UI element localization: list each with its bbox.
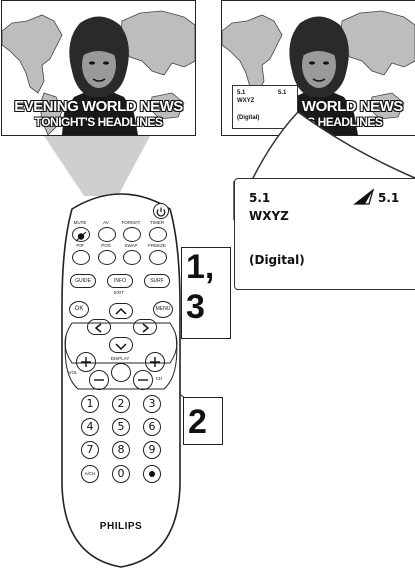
chevron-left-icon xyxy=(94,323,102,333)
ach-button[interactable]: A/CH xyxy=(81,465,99,483)
mini-osd-box: 5.1 5.1 WXYZ (Digital) xyxy=(232,85,298,129)
pip-button[interactable] xyxy=(72,250,90,265)
swap-button[interactable] xyxy=(123,250,141,265)
world-map-broadcast-image xyxy=(2,1,195,135)
brand-logo: PHILIPS xyxy=(99,521,143,532)
digit-5-button[interactable]: 5 xyxy=(112,418,130,436)
digit-0-button[interactable]: 0 xyxy=(112,465,130,483)
ch-label: CH xyxy=(155,376,163,381)
timer-button[interactable] xyxy=(149,227,167,242)
up-button[interactable] xyxy=(109,303,133,319)
digit-7-button[interactable]: 7 xyxy=(81,441,99,459)
step-callout-1-3: 1, 3 xyxy=(181,247,231,339)
swap-label: SWAP xyxy=(124,243,138,248)
step-3-label: 3 xyxy=(186,288,205,326)
osd-indicator: 5.1 xyxy=(378,191,400,205)
av-button[interactable] xyxy=(98,227,116,242)
mini-osd-type: (Digital) xyxy=(237,115,260,121)
digit-8-button[interactable]: 8 xyxy=(112,441,130,459)
freeze-label: FREEZE xyxy=(148,243,166,248)
format-label: FORMAT xyxy=(121,220,141,225)
chevron-up-icon xyxy=(115,307,127,315)
digit-9-button[interactable]: 9 xyxy=(143,441,161,459)
subheadline-text: TONIGHT'S HEADLINES xyxy=(34,115,163,129)
magnify-callout xyxy=(233,111,415,221)
info-button[interactable]: INFO xyxy=(107,274,133,288)
osd-signal-type: (Digital) xyxy=(249,253,305,267)
headline-text: EVENING WORLD NEWS xyxy=(14,98,183,115)
timer-label: TIMER xyxy=(150,220,164,225)
osd-station-name: WXYZ xyxy=(249,209,289,223)
mini-osd-name: WXYZ xyxy=(237,98,255,104)
digit-1-button[interactable]: 1 xyxy=(81,395,99,413)
tv-screen-left: EVENING WORLD NEWS TONIGHT'S HEADLINES xyxy=(1,0,196,136)
power-button[interactable] xyxy=(153,203,169,219)
pos-button[interactable] xyxy=(98,250,116,265)
right-button[interactable] xyxy=(133,319,157,335)
dot-button[interactable] xyxy=(143,465,161,483)
channel-down-button[interactable] xyxy=(133,370,153,390)
ok-button[interactable]: OK xyxy=(69,301,89,318)
tv-screen-right: EVENING WORLD NEWS TONIGHT'S HEADLINES 5… xyxy=(221,0,415,136)
format-button[interactable] xyxy=(123,227,141,242)
signal-icon xyxy=(353,188,375,209)
mute-label: MUTE xyxy=(73,220,87,225)
mini-osd-channel: 5.1 xyxy=(237,90,246,96)
minus-icon xyxy=(138,379,148,381)
plus-icon xyxy=(150,357,160,367)
freeze-button[interactable] xyxy=(149,250,167,265)
guide-button[interactable]: GUIDE xyxy=(70,274,96,288)
step-2-label: 2 xyxy=(188,403,207,441)
osd-panel: 5.1 5.1 WXYZ (Digital) xyxy=(234,178,415,290)
volume-up-button[interactable] xyxy=(76,352,96,372)
mute-button[interactable] xyxy=(72,227,90,242)
digit-4-button[interactable]: 4 xyxy=(81,418,99,436)
chevron-down-icon xyxy=(115,343,127,351)
menu-button[interactable]: MENU xyxy=(153,301,173,318)
pip-label: PIP xyxy=(76,243,84,248)
exit-label: EXIT xyxy=(113,290,124,295)
step-1-label: 1, xyxy=(186,248,215,286)
mute-icon xyxy=(75,231,87,242)
pos-label: POS xyxy=(101,243,111,248)
av-label: AV xyxy=(103,220,109,225)
minus-icon xyxy=(94,379,104,381)
surf-button[interactable]: SURF xyxy=(144,274,170,288)
mini-osd-indicator: 5.1 xyxy=(278,90,287,96)
plus-icon xyxy=(81,357,91,367)
step-callout-2: 2 xyxy=(183,397,223,445)
volume-down-button[interactable] xyxy=(89,370,109,390)
chevron-right-icon xyxy=(142,323,150,333)
display-button[interactable] xyxy=(111,363,131,382)
power-icon xyxy=(156,207,166,217)
channel-up-button[interactable] xyxy=(145,352,165,372)
display-label: DISPLAY xyxy=(110,356,130,361)
dot-icon xyxy=(149,471,155,477)
digit-3-button[interactable]: 3 xyxy=(143,395,161,413)
digit-6-button[interactable]: 6 xyxy=(143,418,161,436)
digit-2-button[interactable]: 2 xyxy=(112,395,130,413)
remote-control: MUTE AV FORMAT TIMER PIP POS SWAP FREEZE… xyxy=(56,185,186,569)
vol-label: VOL xyxy=(68,370,78,375)
down-button[interactable] xyxy=(109,337,133,353)
projection-beam xyxy=(44,136,150,196)
osd-channel: 5.1 xyxy=(249,191,271,205)
left-button[interactable] xyxy=(87,319,111,335)
